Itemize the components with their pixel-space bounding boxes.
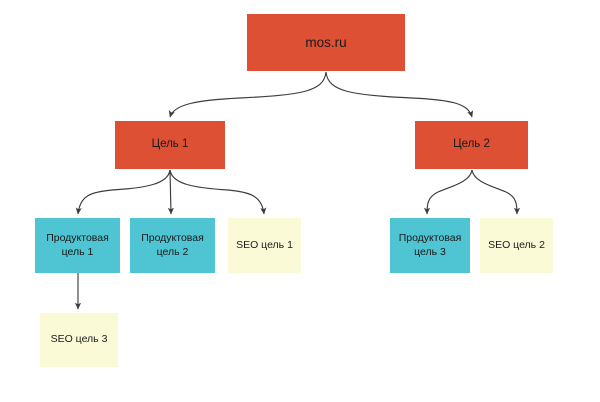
node-product-goal-3-label: Продуктовая цель 3: [398, 231, 462, 258]
node-seo-goal-1-label: SEO цель 1: [236, 238, 293, 251]
edge-goal1-to-product1: [75, 169, 171, 215]
node-product-goal-3[interactable]: Продуктовая цель 3: [390, 218, 470, 273]
edge-goal2-to-product3: [423, 169, 473, 215]
node-seo-goal-3-label: SEO цель 3: [50, 333, 108, 346]
node-root-label: mos.ru: [305, 34, 347, 50]
node-goal-2-label: Цель 2: [453, 138, 490, 151]
node-seo-goal-3[interactable]: SEO цель 3: [40, 313, 118, 367]
node-seo-goal-2-label: SEO цель 2: [488, 238, 545, 251]
node-seo-goal-2[interactable]: SEO цель 2: [480, 218, 553, 273]
edge-root-to-goal2: [325, 71, 474, 118]
node-product-goal-2-label: Продуктовая цель 2: [141, 231, 204, 258]
edge-root-to-goal1: [168, 71, 327, 118]
node-product-goal-2[interactable]: Продуктовая цель 2: [130, 218, 215, 273]
node-product-goal-1[interactable]: Продуктовая цель 1: [35, 218, 120, 273]
node-product-goal-1-label: Продуктовая цель 1: [46, 231, 109, 258]
node-goal-1[interactable]: Цель 1: [115, 121, 225, 169]
node-goal-2[interactable]: Цель 2: [415, 121, 528, 169]
node-root-mos-ru[interactable]: mos.ru: [247, 14, 405, 71]
edge-goal2-to-seo2: [471, 169, 521, 215]
edge-goal1-to-seo1: [169, 169, 267, 215]
node-seo-goal-1[interactable]: SEO цель 1: [228, 218, 301, 273]
edge-goal1-to-product2: [167, 169, 174, 215]
node-goal-1-label: Цель 1: [151, 138, 189, 151]
